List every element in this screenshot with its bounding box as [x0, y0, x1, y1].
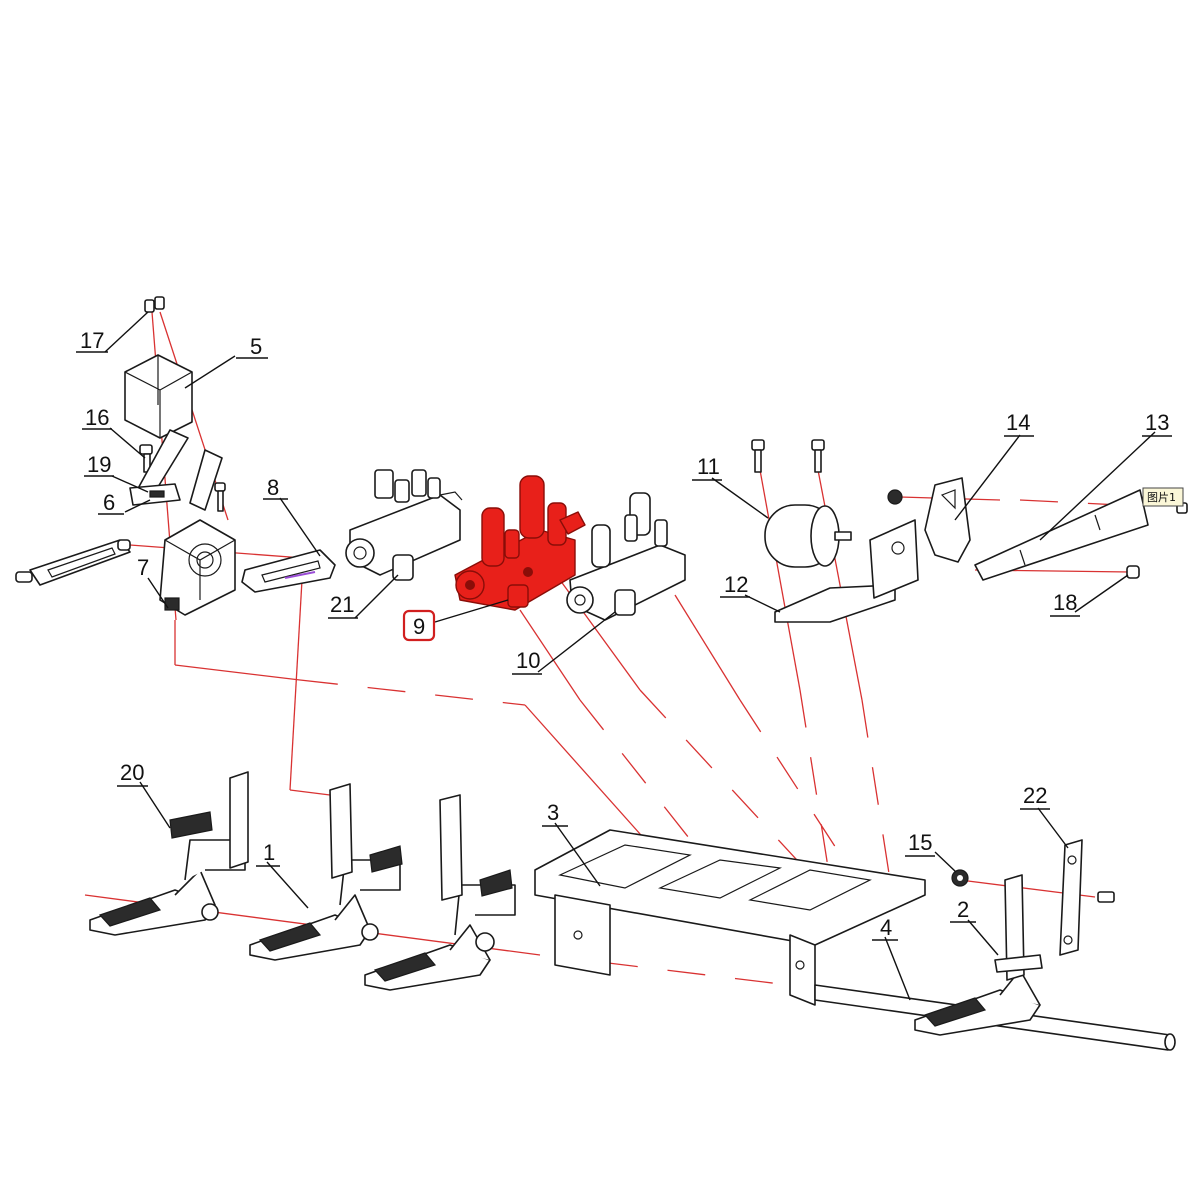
callout-22: 22 — [1023, 783, 1047, 808]
callout-10: 10 — [516, 648, 540, 673]
callout-1: 1 — [263, 840, 275, 865]
bracket-12 — [774, 519, 919, 623]
callout-19: 19 — [87, 452, 111, 477]
highlighted-valve-9 — [454, 475, 586, 611]
slotted-link-8 — [241, 549, 336, 593]
valve-block-21 — [345, 469, 463, 581]
pedal-20 — [89, 771, 249, 936]
screw-17 — [144, 296, 165, 313]
pedal-1 — [249, 783, 403, 961]
callout-4: 4 — [880, 915, 892, 940]
callout-18: 18 — [1053, 590, 1077, 615]
leader-lines — [104, 311, 1156, 1001]
mount-block-7 — [159, 519, 236, 616]
callout-21: 21 — [330, 592, 354, 617]
pedal-middle — [364, 794, 516, 991]
callout-16: 16 — [85, 405, 109, 430]
callout-labels: 17 5 16 19 6 7 8 21 9 10 11 12 14 13 18 … — [76, 328, 1172, 941]
base-frame-3 — [534, 829, 926, 1006]
cover-bracket-5 — [124, 354, 193, 439]
pedal-2 — [914, 874, 1043, 1036]
callout-12: 12 — [724, 572, 748, 597]
callout-14: 14 — [1006, 410, 1030, 435]
slotted-bar-left — [15, 539, 131, 586]
lever-plate-14 — [887, 477, 971, 563]
callout-13: 13 — [1145, 410, 1169, 435]
nut-15 — [951, 869, 969, 887]
callout-2: 2 — [957, 897, 969, 922]
callout-20: 20 — [120, 760, 144, 785]
callout-17: 17 — [80, 328, 104, 353]
image-tag: 图片1 — [1142, 487, 1184, 507]
callout-15: 15 — [908, 830, 932, 855]
callout-7: 7 — [137, 555, 149, 580]
callout-9: 9 — [413, 614, 425, 639]
callout-11: 11 — [697, 454, 720, 479]
image-tag-text: 图片1 — [1147, 491, 1176, 504]
callout-9-highlight-box — [402, 609, 436, 642]
cylinder-11 — [751, 439, 852, 568]
callout-8: 8 — [267, 475, 279, 500]
screw-18 — [1126, 565, 1140, 579]
link-22 — [1059, 839, 1115, 956]
valve-block-10 — [566, 492, 686, 621]
callout-3: 3 — [547, 800, 559, 825]
callout-5: 5 — [250, 334, 262, 359]
callout-6: 6 — [103, 490, 115, 515]
